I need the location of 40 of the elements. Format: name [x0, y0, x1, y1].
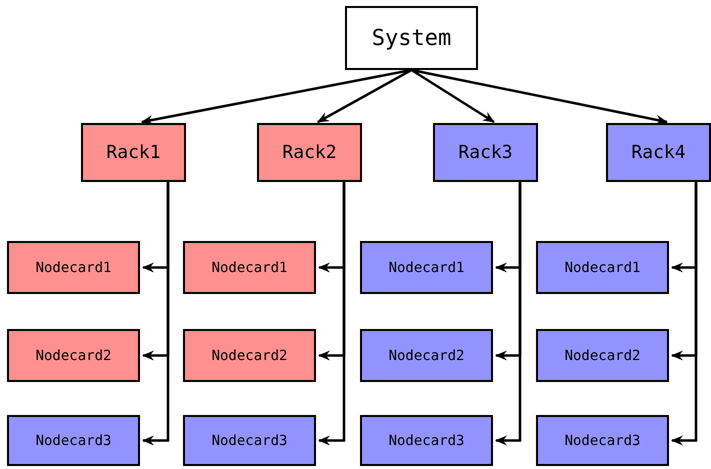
node-label: Nodecard2 [564, 348, 640, 364]
rack-box [606, 123, 711, 182]
nodecard-box [7, 329, 140, 382]
nodecard-box [7, 415, 140, 466]
node-label: Nodecard1 [564, 260, 640, 276]
node-label: Nodecard2 [212, 348, 288, 364]
nodecard-box [183, 329, 316, 382]
rack-box [257, 123, 362, 182]
nodecard-box [360, 241, 493, 294]
arrow [671, 182, 698, 446]
arrow [142, 182, 170, 446]
nodecard-box [360, 415, 493, 466]
node-label: Nodecard3 [388, 432, 464, 448]
nodecard-box [536, 329, 669, 382]
system-box [345, 6, 478, 70]
rack-box [81, 123, 186, 182]
node-label: Nodecard2 [36, 348, 112, 364]
nodecard-box [7, 241, 140, 294]
nodecard-box [536, 415, 669, 466]
node-label: Nodecard1 [388, 260, 464, 276]
arrow [495, 182, 522, 446]
node-label: Nodecard3 [36, 432, 112, 448]
node-label: Nodecard1 [212, 260, 288, 276]
nodecard-box [536, 241, 669, 294]
arrow [318, 182, 346, 446]
node-label: Nodecard1 [36, 260, 112, 276]
nodecard-box [360, 329, 493, 382]
nodecard-box [183, 415, 316, 466]
node-label: Rack4 [631, 142, 686, 163]
arrow [410, 68, 495, 124]
rack-box [433, 123, 538, 182]
node-label: Nodecard2 [388, 348, 464, 364]
node-label: Nodecard3 [212, 432, 288, 448]
node-label: Rack1 [106, 142, 161, 163]
node-label: Nodecard3 [564, 432, 640, 448]
node-label: Rack3 [458, 142, 513, 163]
arrow [317, 68, 412, 124]
node-label: Rack2 [282, 142, 337, 163]
nodecard-box [183, 241, 316, 294]
node-label: System [372, 26, 452, 50]
